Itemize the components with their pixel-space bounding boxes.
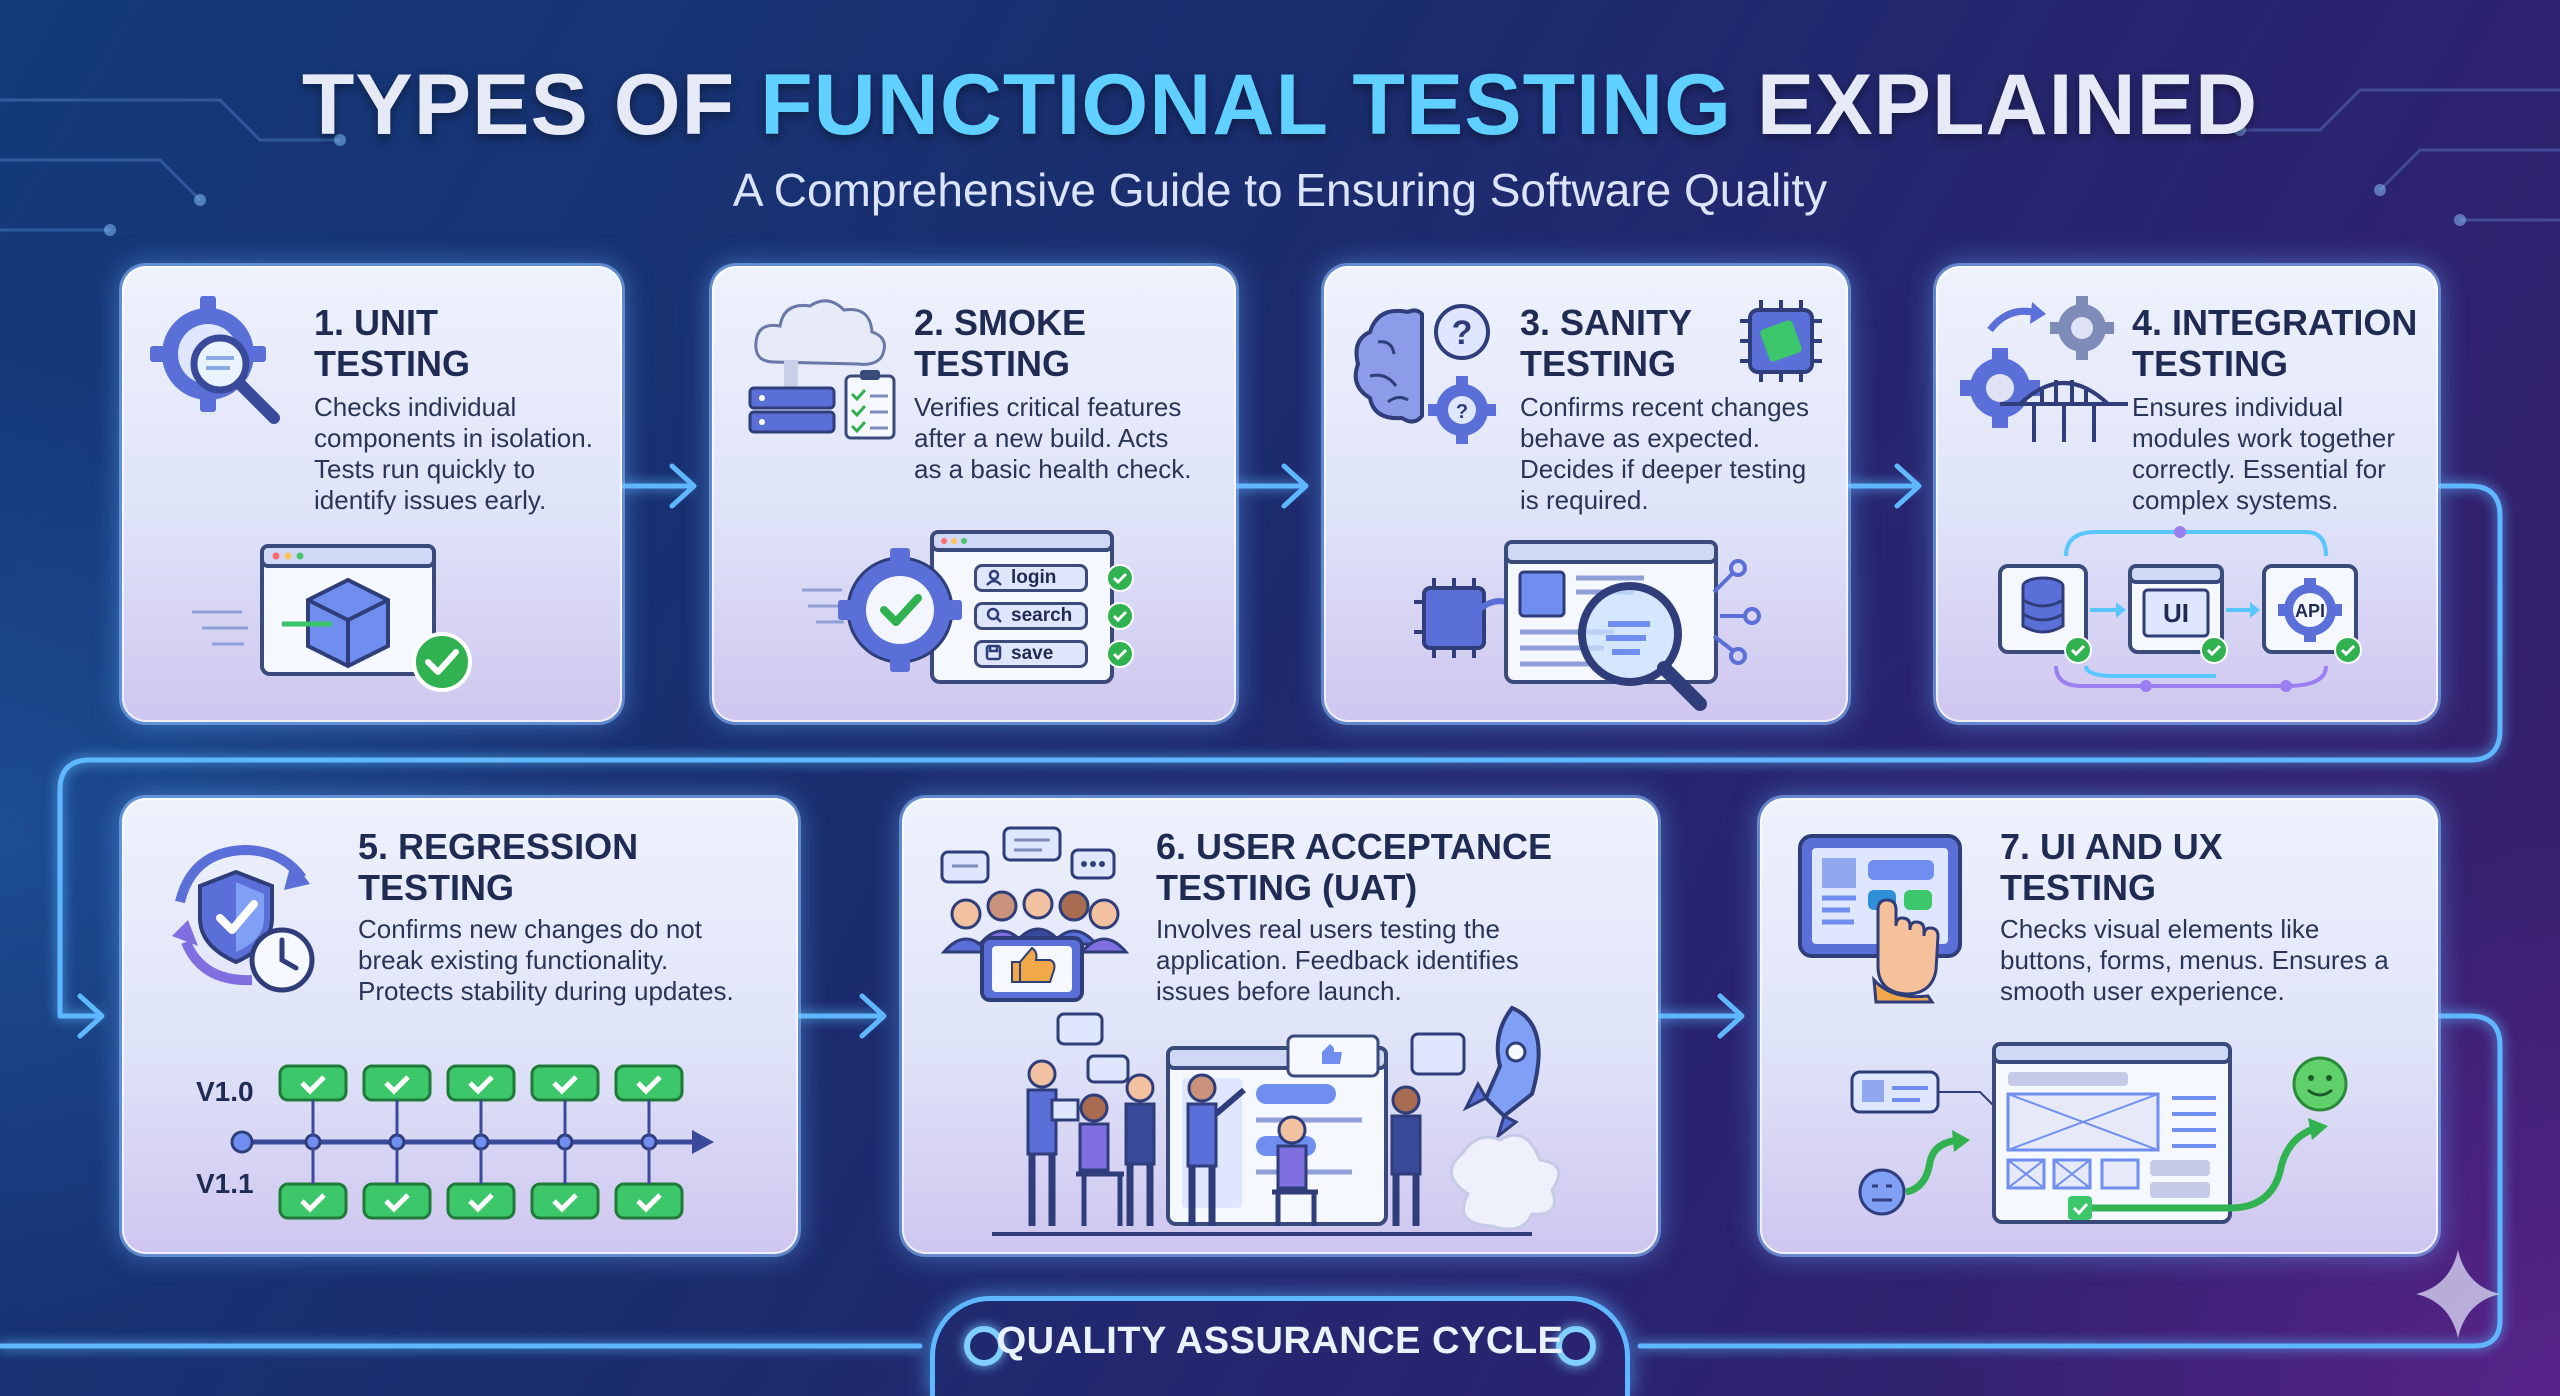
footer-dot-right: [1556, 1326, 1596, 1366]
card-desc-line: Ensures individual: [2132, 392, 2344, 422]
page-subtitle: A Comprehensive Guide to Ensuring Softwa…: [732, 164, 1828, 216]
page-title: TYPES OF FUNCTIONAL TESTING EXPLAINED: [0, 56, 2560, 155]
card-sanity-testing: ? ? 3. SANITY TESTING Confirms recent ch…: [1324, 266, 1848, 722]
card-title-line1: 4. INTEGRATION: [2132, 302, 2418, 343]
title-part1: TYPES OF: [301, 57, 761, 153]
card-title-line1: 6. USER ACCEPTANCE: [1156, 826, 1553, 867]
unit-browser-cube-illustration: [192, 544, 472, 692]
card-desc-line: issues before launch.: [1156, 976, 1402, 1006]
checklist-label: login: [1011, 567, 1057, 588]
svg-text:?: ?: [1452, 314, 1473, 352]
speed-lines: [192, 610, 248, 646]
checklist-icons: [985, 564, 1134, 668]
card-smoke-testing: 2. SMOKE TESTING Verifies critical featu…: [712, 266, 1236, 722]
circuit-dots: [104, 124, 2466, 236]
users-feedback-icon: [940, 826, 1130, 1002]
footer-dot-left: [964, 1326, 1004, 1366]
card-desc-line: break existing functionality.: [358, 945, 669, 975]
card-desc-line: Checks visual elements like: [2000, 914, 2320, 944]
card-title-line2: TESTING: [358, 867, 515, 908]
flow-arrowheads: [77, 463, 1922, 1039]
tablet-touch-icon: [1798, 834, 1962, 1004]
checklist-label: save: [1011, 643, 1054, 664]
card-desc-line: as a basic health check.: [914, 454, 1192, 484]
card-desc-line: after a new build. Acts: [914, 423, 1169, 453]
card-title-line1: 3. SANITY: [1520, 302, 1693, 343]
save-icon: [985, 644, 1002, 661]
gear-bridge-icon: [1960, 296, 2128, 442]
title-accent: FUNCTIONAL TESTING: [760, 57, 1733, 153]
card-title-line2: TESTING (UAT): [1156, 867, 1418, 908]
version-label-v10: V1.0: [196, 1076, 254, 1107]
card-desc-line: complex systems.: [2132, 485, 2339, 515]
module-label-api: API: [2294, 601, 2325, 621]
card-desc-line: correctly. Essential for: [2132, 454, 2386, 484]
card-integration-testing: 4. INTEGRATION TESTING Ensures individua…: [1936, 266, 2438, 722]
card-title-line1: 5. REGRESSION: [358, 826, 639, 867]
card-user-acceptance-testing: 6. USER ACCEPTANCE TESTING (UAT) Involve…: [902, 798, 1658, 1254]
card-regression-testing: 5. REGRESSION TESTING Confirms new chang…: [122, 798, 798, 1254]
checklist-item-login: login: [974, 564, 1088, 592]
card-desc-line: Confirms new changes do not: [358, 914, 702, 944]
gear-magnifier-icon: [150, 296, 280, 424]
check-icon: [1106, 564, 1134, 668]
check-icon: [2064, 636, 2362, 664]
card-desc-line: buttons, forms, menus. Ensures a: [2000, 945, 2389, 975]
card-desc-line: Involves real users testing the: [1156, 914, 1500, 944]
card-title-line2: TESTING: [314, 343, 471, 384]
card-desc-line: identify issues early.: [314, 485, 547, 515]
user-icon: [986, 569, 1002, 586]
card-desc-line: Tests run quickly to: [314, 454, 536, 484]
version-checks: [278, 1064, 684, 1220]
card-title-line2: TESTING: [2000, 867, 2157, 908]
card-ui-ux-testing: 7. UI AND UX TESTING Checks visual eleme…: [1760, 798, 2438, 1254]
title-part2: EXPLAINED: [1732, 57, 2259, 153]
card-desc-line: behave as expected.: [1520, 423, 1760, 453]
regression-version-timeline: [230, 1064, 714, 1220]
card-desc-line: Verifies critical features: [914, 392, 1182, 422]
checklist-label: search: [1011, 605, 1073, 626]
circuit-lines: [0, 88, 2560, 232]
card-title-line2: TESTING: [1520, 343, 1677, 384]
module-label-ui: UI: [2163, 598, 2189, 628]
card-desc-line: is required.: [1520, 485, 1649, 515]
card-title-line1: 2. SMOKE: [914, 302, 1087, 343]
card-desc-line: components in isolation.: [314, 423, 593, 453]
brain-question-icon: ? ?: [1353, 304, 1496, 444]
chip-icon: [1740, 300, 1822, 382]
card-title-line1: 7. UI AND UX: [2000, 826, 2223, 867]
card-desc-line: application. Feedback identifies: [1156, 945, 1519, 975]
search-icon: [986, 607, 1002, 623]
card-desc-line: Checks individual: [314, 392, 517, 422]
version-label-v11: V1.1: [196, 1168, 254, 1199]
card-desc-line: Confirms recent changes: [1520, 392, 1810, 422]
checklist-item-search: search: [974, 602, 1088, 630]
footer-label: QUALITY ASSURANCE CYCLE: [996, 1320, 1564, 1362]
uat-team-launch-illustration: [992, 1005, 1561, 1236]
card-desc-line: Decides if deeper testing: [1520, 454, 1807, 484]
card-desc-line: smooth user experience.: [2000, 976, 2285, 1006]
footer-pill: [930, 1296, 1630, 1396]
svg-text:?: ?: [1456, 401, 1468, 423]
card-title-line1: 1. UNIT: [314, 302, 439, 343]
card-desc-line: Protects stability during updates.: [358, 976, 734, 1006]
card-title-line2: TESTING: [914, 343, 1071, 384]
sparkle-icon: [2416, 1250, 2500, 1338]
checklist-item-save: save: [974, 640, 1088, 668]
sanity-browser-magnifier-illustration: [1414, 540, 1761, 711]
cloud-server-icon: [748, 299, 896, 440]
card-title-line2: TESTING: [2132, 343, 2289, 384]
shield-cycle-clock-icon: [172, 844, 315, 993]
ui-ux-wireframe-illustration: [1850, 1042, 2348, 1224]
integration-modules-illustration: [1998, 526, 2362, 692]
rocket-icon: [1450, 1005, 1561, 1231]
card-desc-line: modules work together: [2132, 423, 2396, 453]
flow-path: [0, 483, 2503, 1349]
card-unit-testing: 1. UNIT TESTING Checks individual compon…: [122, 266, 622, 722]
